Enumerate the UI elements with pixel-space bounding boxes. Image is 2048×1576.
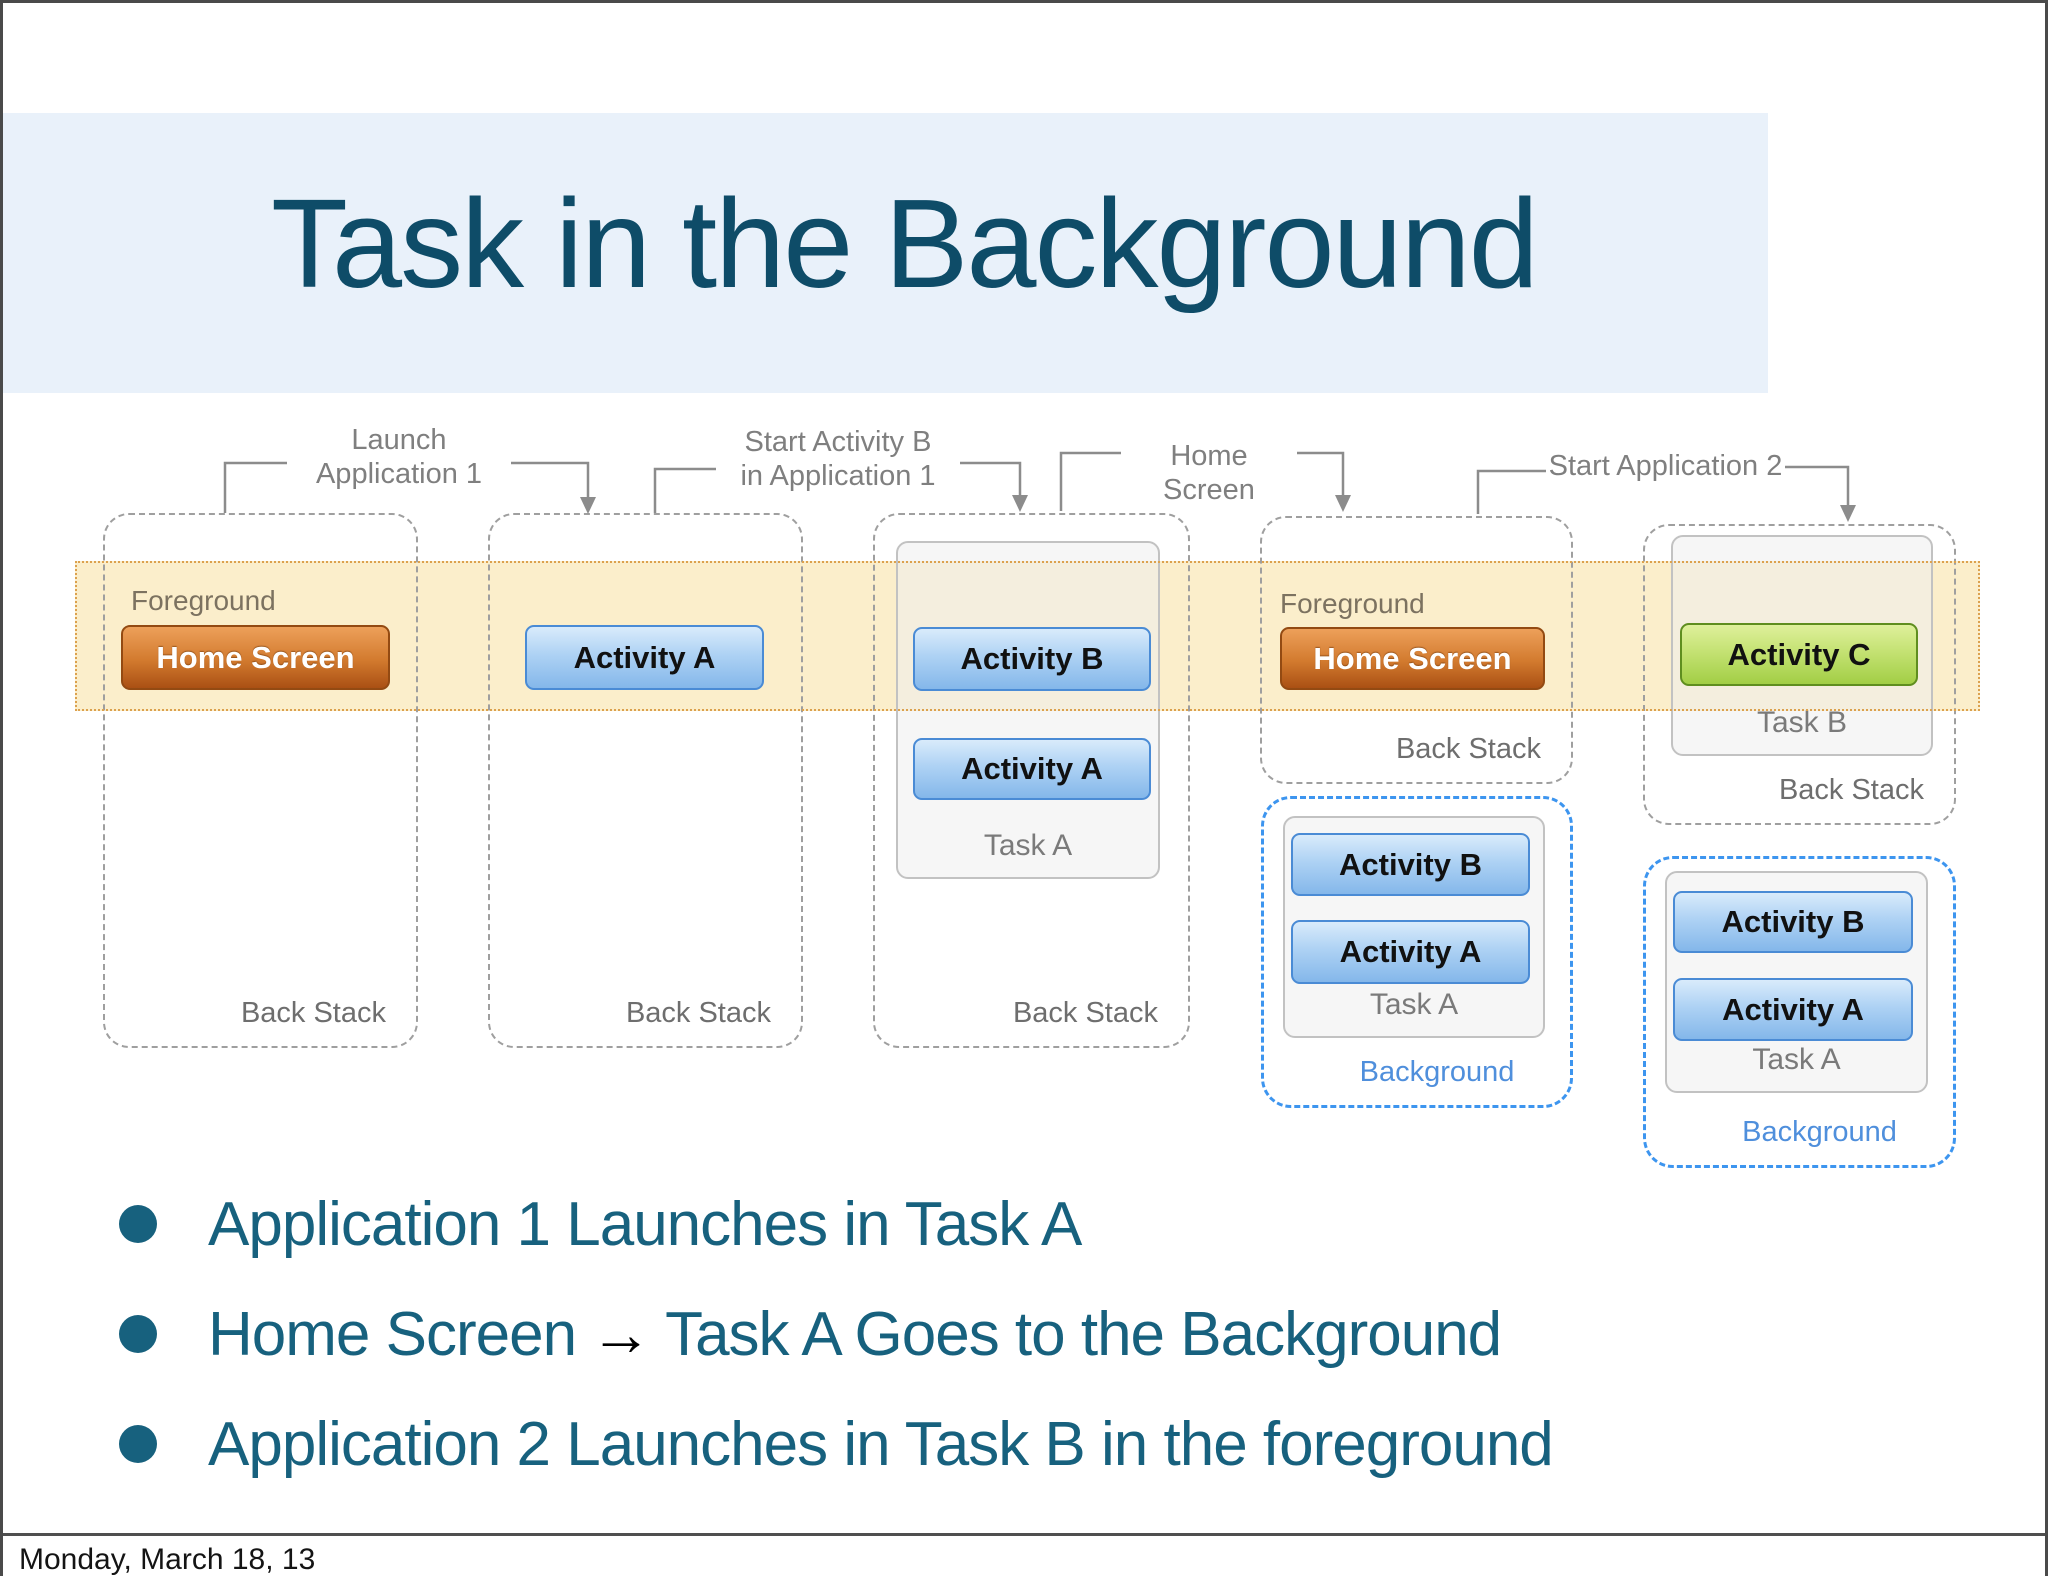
flow-label-line: in Application 1 <box>740 460 936 492</box>
task-a-box: Task A <box>896 541 1160 879</box>
bullet-item-3: Application 2 Launches in Task B in the … <box>103 1409 1983 1489</box>
arrowhead-icon <box>1012 495 1028 512</box>
task-name-label: Task A <box>1369 988 1459 1021</box>
back-stack-caption: Back Stack <box>625 997 771 1029</box>
back-stack-caption: Back Stack <box>240 997 386 1029</box>
task-stack-5: Back Stack <box>1643 524 1956 825</box>
flow-label-home-screen: Home Screen <box>1123 439 1295 507</box>
activity-a-button: Activity A <box>1291 920 1530 984</box>
bullet-text-pre: Home Screen <box>208 1300 577 1369</box>
home-screen-button: Home Screen <box>121 625 390 690</box>
task-name-label: Task B <box>1756 706 1848 739</box>
back-stack-caption: Back Stack <box>1395 733 1541 765</box>
activity-c-button: Activity C <box>1680 623 1918 686</box>
bullet-text-post: Task A Goes to the Background <box>665 1300 1502 1369</box>
arrow-right-icon: → <box>590 1300 652 1369</box>
bullet-text: Application 2 Launches in Task B in the … <box>208 1410 1554 1479</box>
bullet-text: Application 1 Launches in Task A <box>208 1190 1082 1259</box>
flow-label-line: Start Activity B <box>744 426 932 458</box>
flow-label-start-activity-b: Start Activity B in Application 1 <box>718 425 958 493</box>
slide-divider <box>3 1533 2045 1536</box>
background-container-2: Background <box>1643 856 1956 1168</box>
arrowhead-icon <box>1840 505 1856 522</box>
flow-label-line: Home Screen <box>1163 440 1255 506</box>
task-name-label: Task A <box>983 829 1073 862</box>
footer-date: Monday, March 18, 13 <box>19 1543 316 1576</box>
background-caption: Background <box>1359 1056 1515 1088</box>
task-stack-2: Back Stack <box>488 513 803 1048</box>
bullet-dot <box>119 1205 157 1243</box>
activity-a-button: Activity A <box>525 625 764 690</box>
flow-label-launch-application-1: Launch Application 1 <box>289 423 509 491</box>
page-title: Task in the Background <box>271 173 1539 314</box>
back-stack-caption: Back Stack <box>1012 997 1158 1029</box>
bullet-item-2: Home Screen→Task A Goes to the Backgroun… <box>103 1299 1983 1379</box>
flow-label-line: Launch <box>351 424 447 456</box>
activity-a-button: Activity A <box>1673 978 1913 1041</box>
flow-label-line: Application 1 <box>315 458 483 490</box>
activity-b-button: Activity B <box>1673 891 1913 953</box>
bullet-dot <box>119 1425 157 1463</box>
flow-label-line: Start Application 2 <box>1548 450 1783 482</box>
bullet-dot <box>119 1315 157 1353</box>
arrowhead-icon <box>580 497 596 514</box>
bullet-item-1: Application 1 Launches in Task A <box>103 1189 1983 1269</box>
back-stack-caption: Back Stack <box>1778 774 1924 806</box>
task-name-label: Task A <box>1752 1043 1841 1076</box>
foreground-label: Foreground <box>1280 588 1425 619</box>
activity-b-button: Activity B <box>913 627 1151 691</box>
activity-b-button: Activity B <box>1291 833 1530 896</box>
task-stack-1: Back Stack <box>103 513 418 1048</box>
bullet-text: Home Screen→Task A Goes to the Backgroun… <box>208 1299 1502 1370</box>
task-stack-3: Back Stack <box>873 513 1190 1048</box>
foreground-label: Foreground <box>131 585 276 616</box>
home-screen-button: Home Screen <box>1280 627 1545 690</box>
background-caption: Background <box>1742 1116 1897 1148</box>
flow-label-start-application-2: Start Application 2 <box>1548 449 1783 483</box>
background-container-1: Background <box>1261 796 1573 1108</box>
activity-a-button: Activity A <box>913 738 1151 800</box>
arrowhead-icon <box>1335 495 1351 512</box>
task-stack-4: Back Stack <box>1260 516 1573 784</box>
title-banner <box>3 113 1768 393</box>
